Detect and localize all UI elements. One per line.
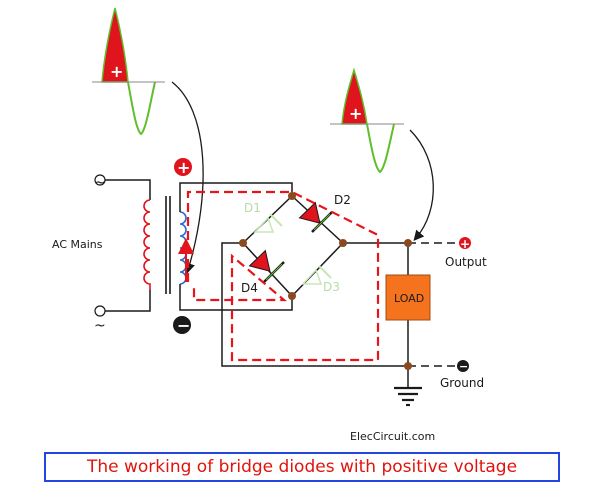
input-sine-positive-half: [101, 7, 129, 83]
diode-d1: [253, 213, 283, 233]
d4-label: D4: [241, 281, 258, 295]
ground-icon: [394, 386, 422, 407]
ac-mains-label: AC Mains: [52, 238, 103, 251]
output-label: Output: [445, 255, 487, 269]
output-sine-wave: +: [330, 67, 404, 174]
primary-wires: [105, 179, 151, 312]
ac-input-top-terminal: ~: [94, 174, 106, 191]
input-sine-wave: +: [92, 7, 165, 136]
primary-coil: [143, 199, 151, 290]
ac-input-bottom-terminal: ~: [94, 305, 106, 334]
circuit-wires: [179, 182, 409, 388]
diode-d4: [248, 249, 285, 283]
output-sine-positive-half: [341, 67, 368, 125]
ground-terminal: −: [457, 360, 469, 373]
svg-text:−: −: [459, 360, 468, 373]
node-right: [339, 239, 347, 247]
node-top: [288, 192, 296, 200]
positive-marker: +: [174, 158, 192, 177]
output-curved-arrow: [409, 129, 434, 241]
circuit-nodes: [239, 192, 412, 370]
output-sine-plus: +: [349, 104, 362, 123]
output-sine-negative-half: [366, 123, 395, 174]
tilde-top-icon: ~: [94, 175, 106, 191]
current-path: [186, 190, 380, 362]
negative-marker: −: [173, 316, 191, 335]
d1-label: D1: [244, 201, 261, 215]
d3-label: D3: [323, 280, 340, 294]
node-ground: [404, 362, 412, 370]
node-left: [239, 239, 247, 247]
svg-text:+: +: [177, 158, 190, 177]
svg-text:−: −: [177, 316, 190, 335]
node-output: [404, 239, 412, 247]
tilde-bottom-icon: ~: [94, 318, 106, 334]
ground-label: Ground: [440, 376, 484, 390]
credit-text: ElecCircuit.com: [350, 430, 435, 443]
caption-text: The working of bridge diodes with positi…: [86, 457, 518, 477]
diode-d2: [298, 201, 333, 233]
node-bottom: [288, 292, 296, 300]
load-label: LOAD: [394, 292, 424, 305]
input-curved-arrow: [171, 81, 204, 274]
svg-text:+: +: [460, 237, 470, 251]
input-sine-negative-half: [127, 81, 156, 136]
diode-d3: [301, 265, 332, 285]
load-resistor: LOAD: [385, 274, 431, 321]
d2-label: D2: [334, 193, 351, 207]
caption-box: The working of bridge diodes with positi…: [44, 452, 560, 482]
transformer: [143, 196, 194, 294]
output-terminal: +: [459, 237, 471, 251]
input-sine-plus: +: [110, 62, 123, 81]
